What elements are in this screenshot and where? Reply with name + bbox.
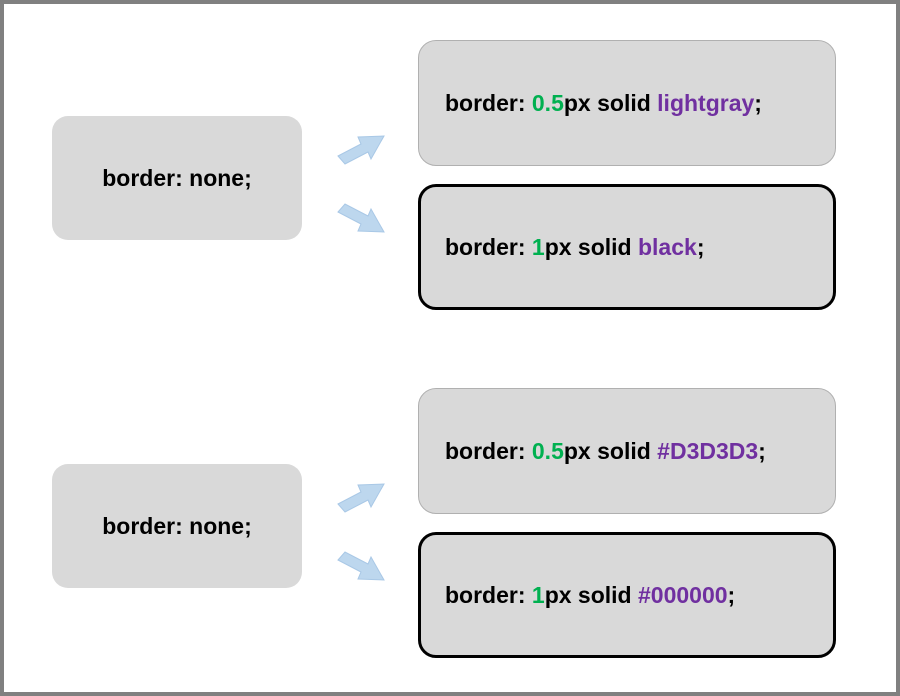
number-value: 1 xyxy=(531,233,545,260)
arrow-up-icon xyxy=(337,483,385,513)
color-keyword: #D3D3D3 xyxy=(657,437,759,464)
target-code-1a: border: 0.5px solid lightgray; xyxy=(445,89,762,116)
target-code-2a: border: 0.5px solid #D3D3D3; xyxy=(445,437,766,464)
target-code-1b: border: 1px solid black; xyxy=(445,233,705,260)
target-box-2a: border: 0.5px solid #D3D3D3; xyxy=(418,388,836,514)
arrow-up-icon xyxy=(337,135,385,165)
source-box-1: border: none; xyxy=(52,116,302,240)
arrow-down-icon xyxy=(337,551,385,581)
arrow-down-icon xyxy=(337,203,385,233)
color-keyword: black xyxy=(637,233,697,260)
number-value: 1 xyxy=(531,581,545,608)
target-box-1a: border: 0.5px solid lightgray; xyxy=(418,40,836,166)
source-label-2: border: none; xyxy=(102,512,252,539)
source-label-1: border: none; xyxy=(102,164,252,191)
target-box-1b: border: 1px solid black; xyxy=(418,184,836,310)
number-value: 0.5 xyxy=(531,437,564,464)
color-keyword: lightgray xyxy=(657,89,755,116)
number-value: 0.5 xyxy=(531,89,564,116)
source-box-2: border: none; xyxy=(52,464,302,588)
target-code-2b: border: 1px solid #000000; xyxy=(445,581,736,608)
color-keyword: #000000 xyxy=(637,581,728,608)
target-box-2b: border: 1px solid #000000; xyxy=(418,532,836,658)
